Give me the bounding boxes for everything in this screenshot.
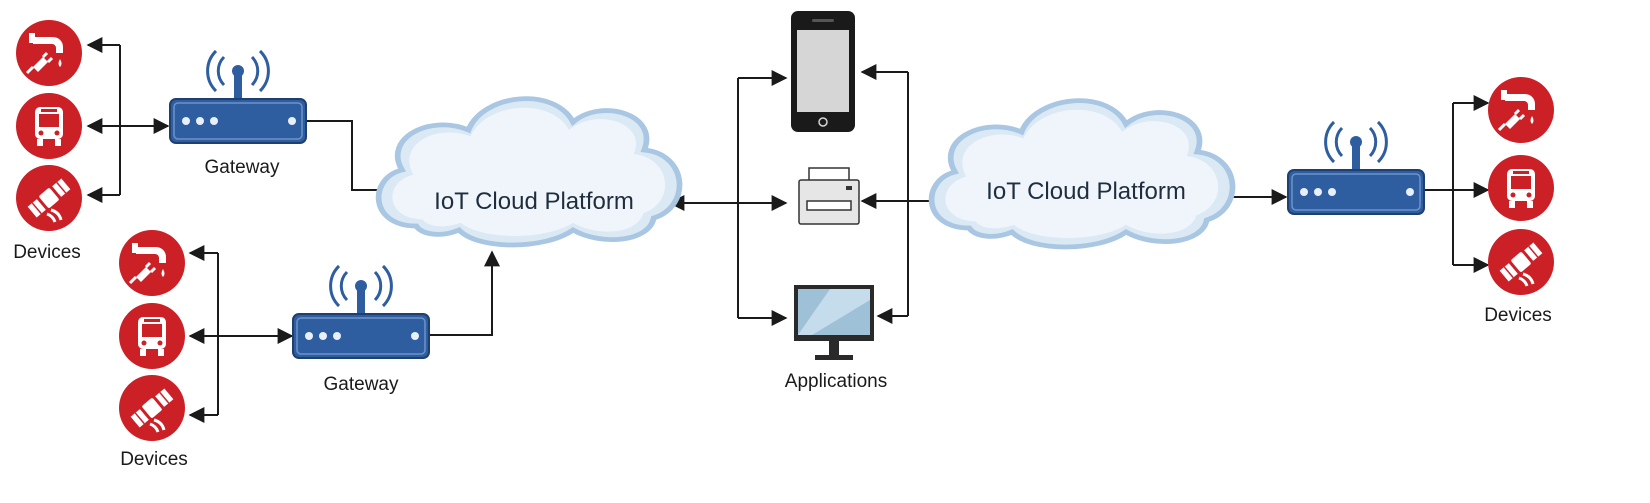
- devices-label: Devices: [1484, 305, 1552, 326]
- cloud-left: [379, 99, 680, 245]
- device-group-top-left: Devices: [13, 18, 84, 263]
- smartphone-icon: [791, 11, 855, 132]
- plug-tap-icon: [117, 228, 187, 298]
- gateway-bottom: Gateway: [291, 264, 431, 395]
- satellite-icon: [14, 163, 84, 233]
- devices-label: Devices: [13, 242, 81, 263]
- gateway-router-icon: [291, 264, 431, 360]
- gateway-to-cloud-links: [306, 120, 500, 336]
- satellite-icon: [117, 373, 187, 443]
- cloud-icon: [379, 99, 680, 245]
- gateway-right: [1286, 120, 1426, 216]
- plug-tap-icon: [1486, 75, 1556, 145]
- cloud-icon: [932, 101, 1233, 247]
- cloud-to-apps-links: [668, 70, 788, 326]
- gateway-router-icon: [1286, 120, 1426, 216]
- satellite-icon: [1486, 227, 1556, 297]
- gateway-label: Gateway: [205, 157, 280, 178]
- plug-tap-icon: [14, 18, 84, 88]
- devices-label: Devices: [120, 449, 188, 470]
- monitor-icon: Applications: [785, 285, 887, 392]
- bus-icon: [1488, 155, 1554, 221]
- top-left-device-links: [86, 37, 170, 203]
- gateway-top: Gateway: [168, 49, 308, 178]
- cloud-left-label: IoT Cloud Platform: [434, 188, 634, 215]
- gateway-router-icon: [168, 49, 308, 145]
- device-group-bottom-left: Devices: [117, 228, 188, 470]
- gateway-label: Gateway: [324, 374, 399, 395]
- bus-icon: [119, 303, 185, 369]
- printer-icon: [798, 167, 860, 225]
- bus-icon: [16, 93, 82, 159]
- device-group-right: Devices: [1484, 75, 1556, 326]
- applications-label: Applications: [785, 371, 887, 392]
- bottom-left-device-links: [188, 245, 294, 423]
- cloud-right-label: IoT Cloud Platform: [986, 178, 1186, 205]
- cloud-right: [932, 101, 1233, 247]
